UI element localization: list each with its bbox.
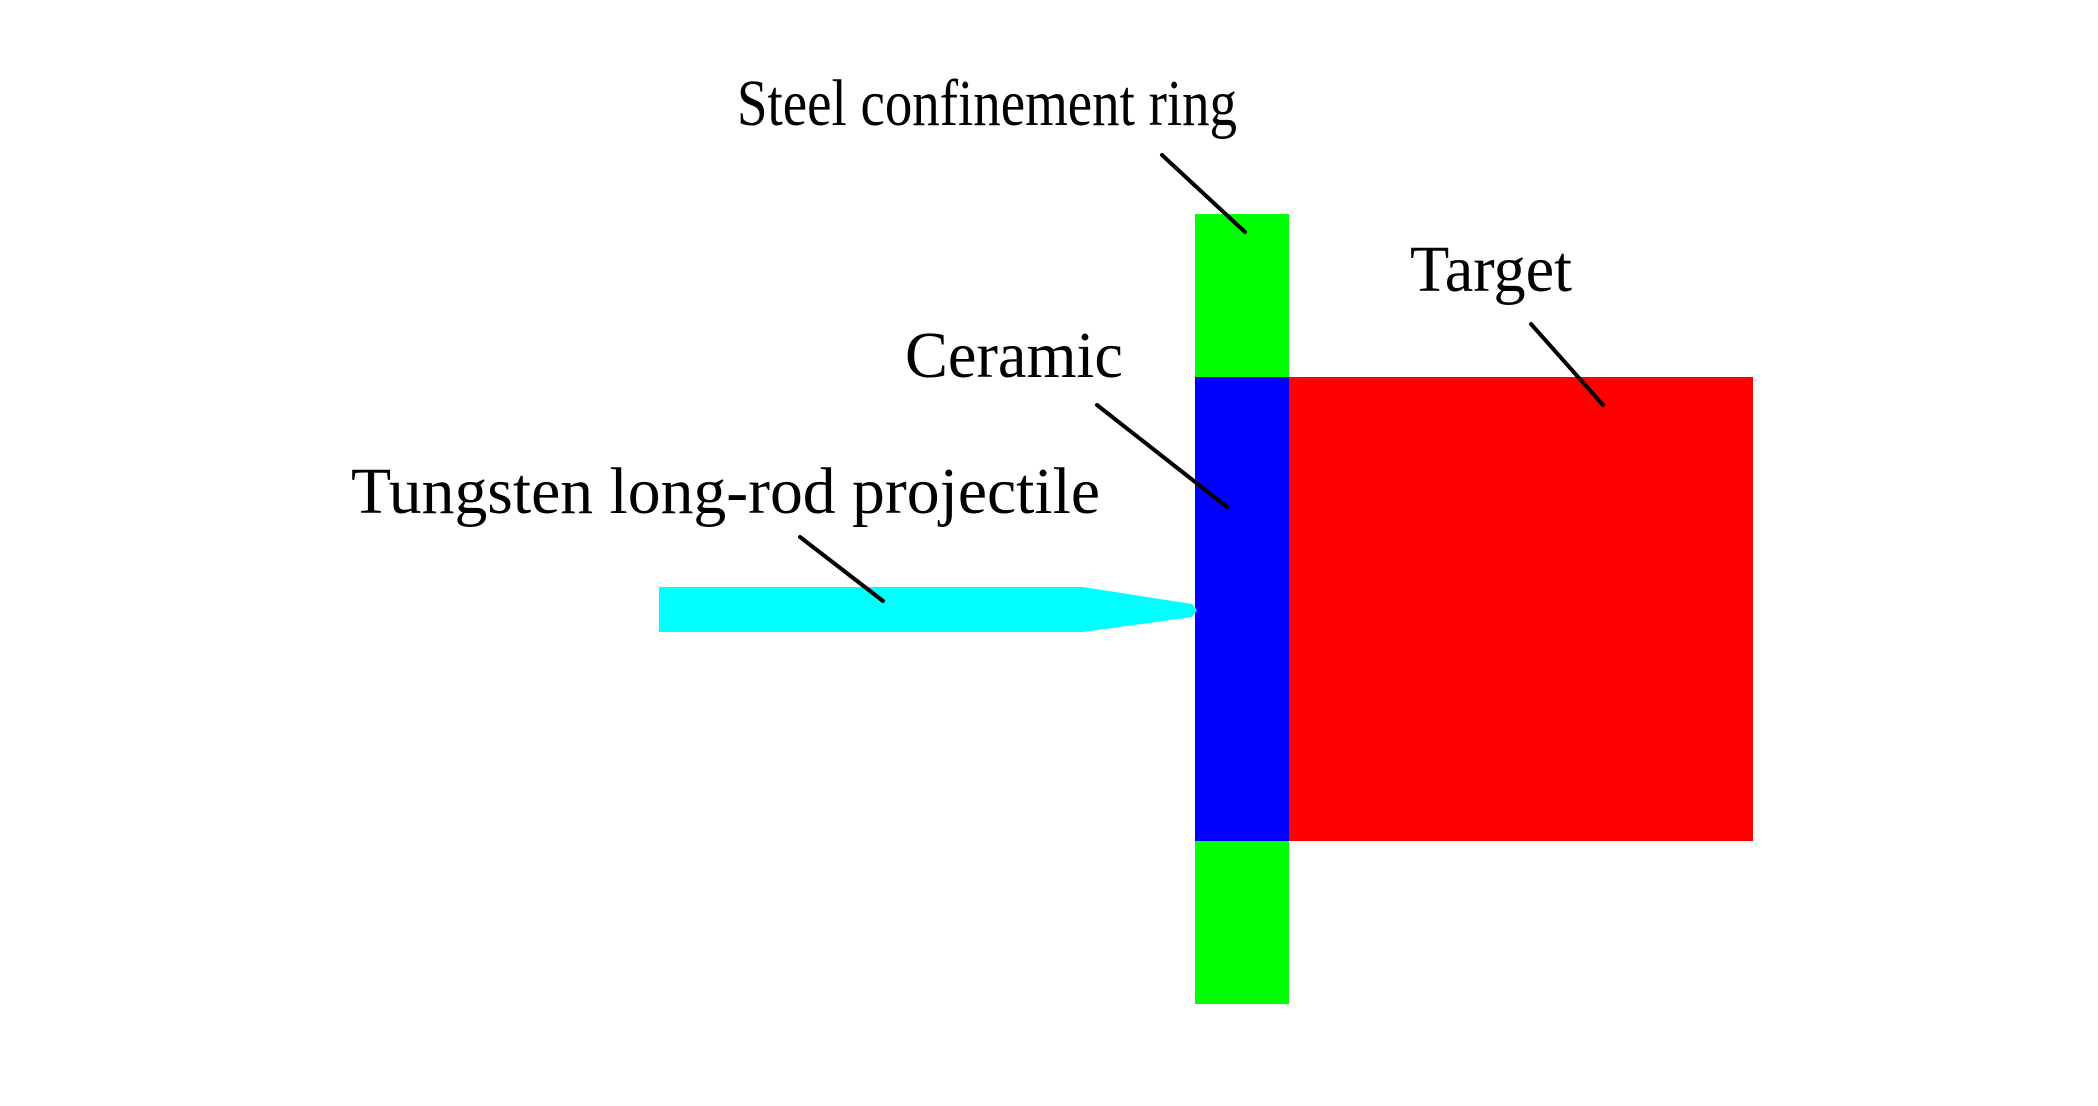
leader-projectile bbox=[798, 535, 885, 603]
steel-ring-lower bbox=[1195, 841, 1289, 1004]
label-steel-ring: Steel confinement ring bbox=[737, 67, 1237, 140]
steel-ring-upper bbox=[1195, 214, 1289, 377]
label-projectile: Tungsten long-rod projectile bbox=[351, 455, 1100, 528]
leader-target bbox=[1529, 322, 1605, 407]
leader-steel-ring bbox=[1160, 153, 1247, 234]
label-ceramic: Ceramic bbox=[905, 319, 1123, 392]
projectile-rod bbox=[659, 587, 1197, 632]
leader-ceramic bbox=[1095, 403, 1229, 509]
target-block bbox=[1289, 377, 1753, 841]
label-target: Target bbox=[1410, 233, 1572, 306]
ceramic-tile bbox=[1195, 377, 1289, 841]
